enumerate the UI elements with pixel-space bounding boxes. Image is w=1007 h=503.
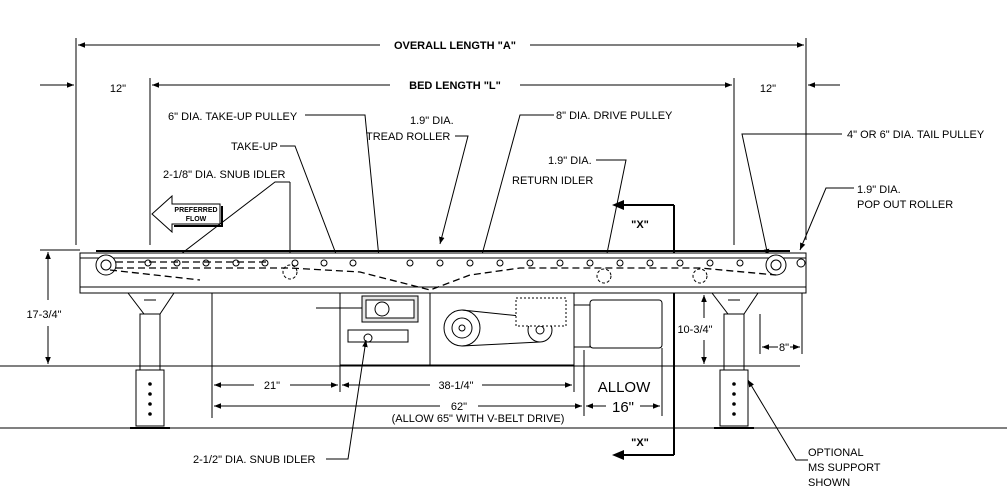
height-dimension: 17-3/4" (26, 249, 80, 367)
bed-length-label: BED LENGTH "L" (409, 80, 501, 92)
allow-16-label: 16" (612, 399, 634, 416)
left-extension-label: 12" (110, 83, 126, 95)
return-idler (596, 268, 612, 284)
snub-idler-bottom-label: 2-1/2" DIA. SNUB IDLER (193, 454, 316, 466)
drive-height-dimension: 10-3/4" (662, 292, 720, 364)
return-idler-label-1: 1.9" DIA. (548, 155, 592, 167)
overall-length-dimension: OVERALL LENGTH "A" (75, 38, 807, 245)
section-x-top-label: "X" (631, 219, 649, 231)
pop-out-roller-label-1: 1.9" DIA. (857, 184, 901, 196)
dim-38: 38-1/4" (342, 380, 572, 392)
left-end-pulley (95, 254, 117, 276)
drive-height-label: 10-3/4" (677, 324, 712, 336)
right-leg (710, 292, 759, 429)
flow-label-1: PREFERRED (174, 207, 217, 214)
tread-roller-label-1: 1.9" DIA. (410, 115, 454, 127)
dim-21: 21" (214, 380, 338, 392)
dim-62: 62" (ALLOW 65" WITH V-BELT DRIVE) (214, 401, 582, 425)
conveyor-bed (79, 250, 807, 294)
bed-length-dimension: BED LENGTH "L" 12" 12" (40, 78, 840, 245)
height-label: 17-3/4" (26, 309, 61, 321)
tail-pulley-label: 4" OR 6" DIA. TAIL PULLEY (847, 129, 985, 141)
pop-out-roller-label-2: POP OUT ROLLER (857, 199, 953, 211)
dim-62-label: 62" (451, 401, 467, 413)
drive-pulley-label: 8" DIA. DRIVE PULLEY (556, 110, 673, 122)
tread-rollers (144, 259, 744, 267)
tread-roller-label-2: TREAD ROLLER (366, 131, 450, 143)
return-idler-label-2: RETURN IDLER (512, 175, 593, 187)
take-up-label: TAKE-UP (231, 141, 278, 153)
right-offset-label: 8" (779, 342, 789, 354)
flow-label-2: FLOW (186, 216, 207, 223)
right-offset-dimension: 8" (759, 293, 803, 354)
snub-idler-top-label: 2-1/8" DIA. SNUB IDLER (163, 169, 286, 181)
overall-length-label: OVERALL LENGTH "A" (394, 40, 516, 52)
section-x-marker: "X" "X" (612, 200, 675, 460)
motor (589, 299, 663, 349)
tail-pulley (765, 254, 787, 276)
preferred-flow-arrow: PREFERRED FLOW (151, 194, 223, 234)
dim-38-label: 38-1/4" (438, 380, 473, 392)
section-x-bottom-label: "X" (631, 437, 649, 449)
allow-label: ALLOW (598, 379, 651, 396)
right-extension-label: 12" (760, 83, 776, 95)
optional-label-3: SHOWN (808, 477, 850, 489)
pop-out-roller (796, 258, 806, 268)
optional-label-1: OPTIONAL (808, 447, 864, 459)
dim-21-label: 21" (264, 380, 280, 392)
left-leg (126, 292, 175, 429)
optional-label-2: MS SUPPORT (808, 462, 881, 474)
allow-16-dimension: ALLOW 16" (586, 379, 660, 416)
take-up-pulley-label: 6" DIA. TAKE-UP PULLEY (168, 111, 298, 123)
return-snub-idler (282, 264, 298, 280)
drive-unit (316, 292, 663, 366)
dim-62-note: (ALLOW 65" WITH V-BELT DRIVE) (392, 413, 565, 425)
